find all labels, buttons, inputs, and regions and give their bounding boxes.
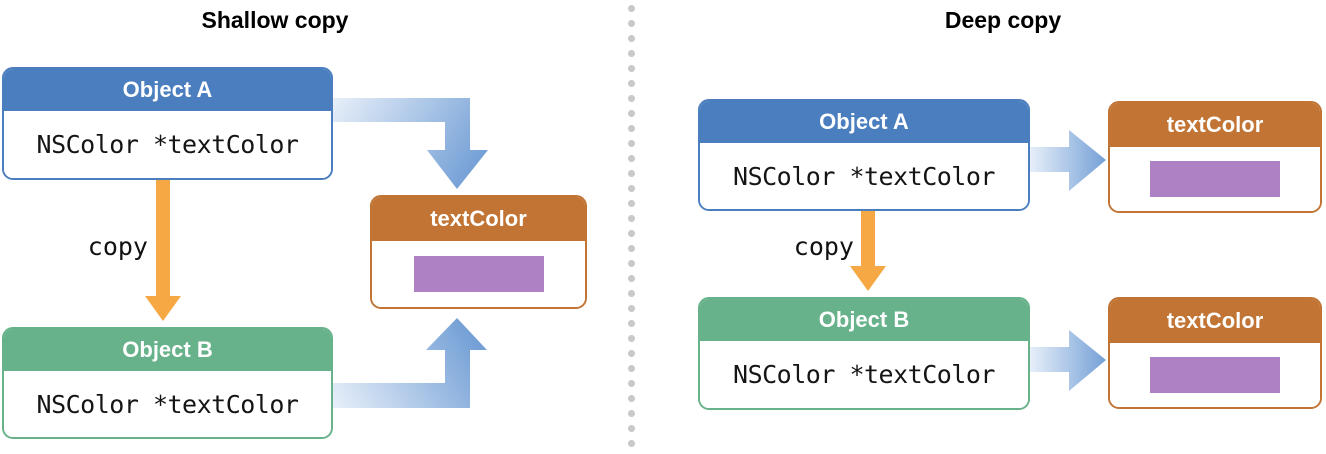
- deep-textcolor-b-box: textColor: [1108, 297, 1322, 409]
- shallow-copy-label: copy: [87, 232, 148, 261]
- deep-object-b-header: Object B: [700, 299, 1028, 341]
- dotted-divider: [628, 5, 635, 451]
- shallow-object-b-box: Object B NSColor *textColor: [2, 327, 333, 439]
- deep-object-a-box: Object A NSColor *textColor: [698, 99, 1030, 211]
- deep-textcolor-b-body: [1110, 343, 1320, 407]
- deep-textcolor-a-body: [1110, 147, 1320, 211]
- deep-object-a-field: NSColor *textColor: [700, 143, 1028, 209]
- deep-textcolor-b-header: textColor: [1110, 299, 1320, 343]
- shallow-object-a-header: Object A: [4, 69, 331, 111]
- shallow-textcolor-box: textColor: [370, 195, 587, 309]
- deep-object-b-field: NSColor *textColor: [700, 341, 1028, 408]
- reference-arrow-deep-a-icon: [1030, 130, 1106, 191]
- reference-arrow-deep-b-icon: [1030, 330, 1106, 391]
- copy-arrow-deep-icon: [850, 211, 886, 291]
- purple-color-swatch: [1150, 161, 1280, 197]
- purple-color-swatch: [413, 256, 544, 292]
- deep-copy-title: Deep copy: [944, 7, 1062, 33]
- shallow-textcolor-header: textColor: [372, 197, 585, 241]
- purple-color-swatch: [1150, 357, 1280, 393]
- deep-object-a-header: Object A: [700, 101, 1028, 143]
- deep-object-b-box: Object B NSColor *textColor: [698, 297, 1030, 410]
- shallow-object-b-header: Object B: [4, 329, 331, 371]
- shallow-object-b-field: NSColor *textColor: [4, 371, 331, 437]
- reference-arrow-shallow-b-icon: [333, 318, 487, 408]
- deep-textcolor-a-header: textColor: [1110, 103, 1320, 147]
- copy-arrow-shallow-icon: [145, 180, 181, 321]
- shallow-copy-title: Shallow copy: [201, 7, 349, 33]
- deep-copy-label: copy: [793, 232, 854, 261]
- reference-arrow-shallow-a-icon: [333, 98, 488, 189]
- shallow-object-a-box: Object A NSColor *textColor: [2, 67, 333, 180]
- shallow-object-a-field: NSColor *textColor: [4, 111, 331, 178]
- shallow-textcolor-body: [372, 241, 585, 307]
- deep-textcolor-a-box: textColor: [1108, 101, 1322, 213]
